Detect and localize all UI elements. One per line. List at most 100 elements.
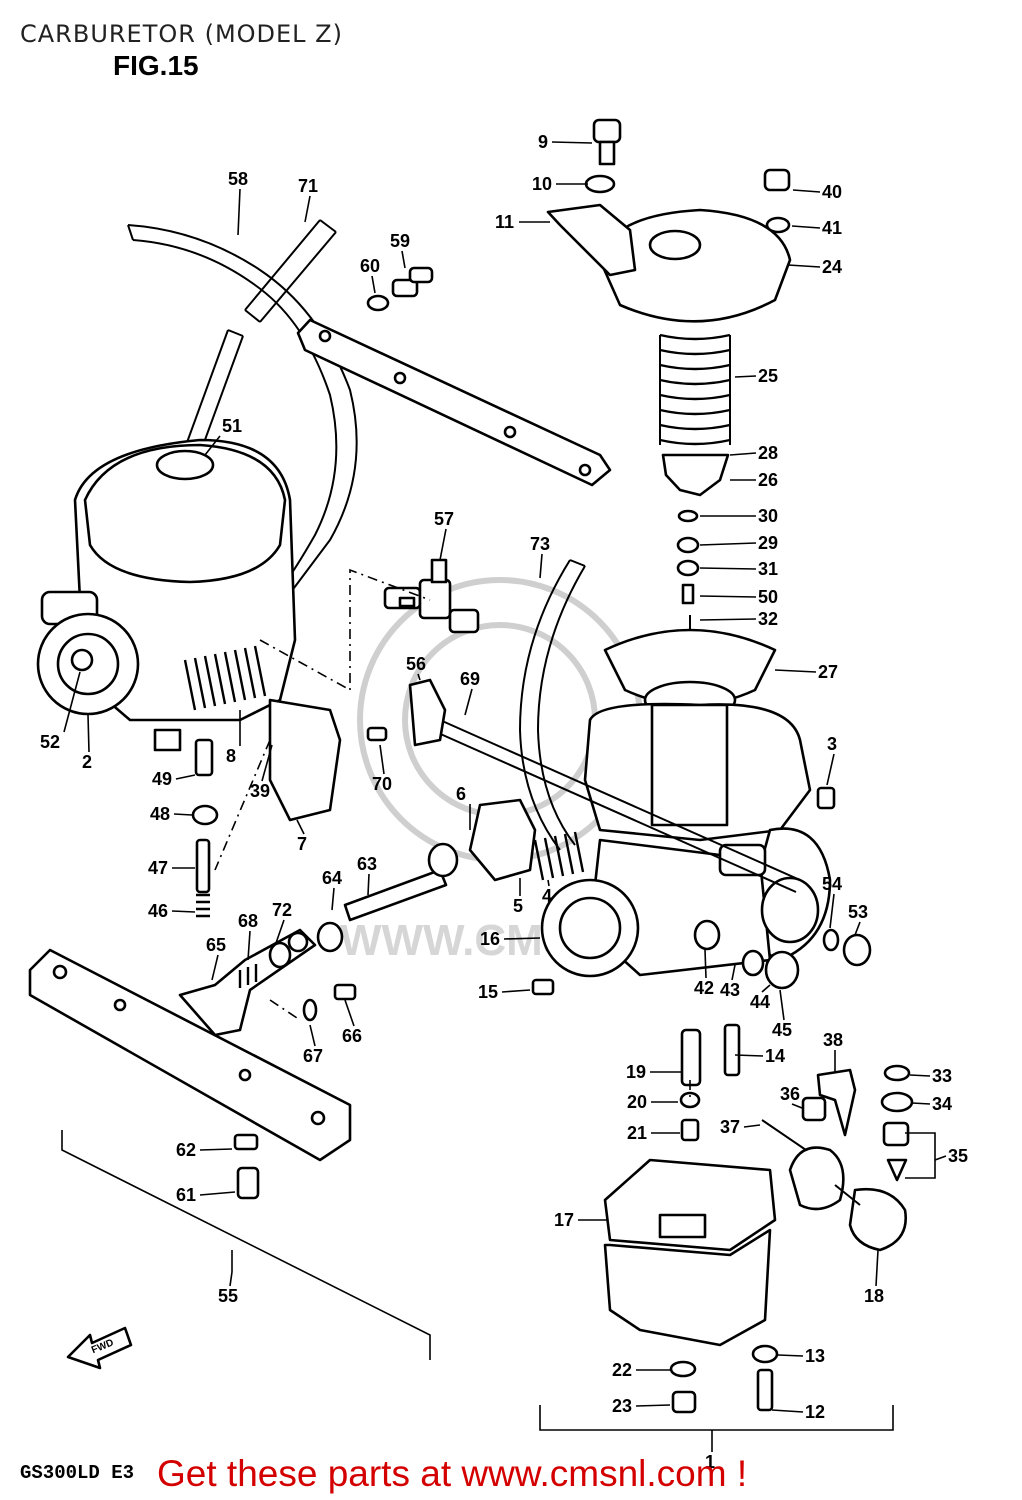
mount-plate xyxy=(28,948,352,1162)
callout-69: 69 xyxy=(460,669,480,689)
leader-59 xyxy=(401,250,406,269)
leader-28 xyxy=(729,452,757,456)
group-bracket-35 xyxy=(905,1132,936,1179)
callout-58: 58 xyxy=(228,169,248,189)
callout-25: 25 xyxy=(758,366,778,386)
callout-28: 28 xyxy=(758,443,778,463)
callout-56: 56 xyxy=(406,654,426,674)
callout-54: 54 xyxy=(822,874,842,894)
leader-41 xyxy=(791,225,821,229)
diaphragm-27 xyxy=(603,628,777,720)
left-carburetor xyxy=(36,438,342,822)
hose-73 xyxy=(518,559,586,851)
leader-70 xyxy=(379,744,385,775)
leader-42 xyxy=(704,949,707,979)
leader-45 xyxy=(779,989,785,1021)
leader-67 xyxy=(309,1024,316,1047)
group-bracket-55 xyxy=(61,1130,431,1360)
leader-61 xyxy=(199,1191,236,1196)
group-bracket-1 xyxy=(539,1405,894,1450)
leader-62 xyxy=(199,1148,233,1151)
left-spring xyxy=(183,645,267,711)
callout-43: 43 xyxy=(720,980,740,1000)
callout-3: 3 xyxy=(827,734,837,754)
parts-banner-link[interactable]: Get these parts at www.cmsnl.com ! xyxy=(157,1453,748,1494)
callout-48: 48 xyxy=(150,804,170,824)
callout-35: 35 xyxy=(948,1146,968,1166)
leader-49 xyxy=(175,774,196,780)
callout-51: 51 xyxy=(222,416,242,436)
leader-34 xyxy=(911,1102,931,1105)
leader-43 xyxy=(731,964,736,981)
right-carburetor xyxy=(540,702,832,978)
leader-54 xyxy=(829,893,835,929)
leader-55 xyxy=(229,1271,233,1287)
leader-44 xyxy=(761,984,771,993)
callout-9: 9 xyxy=(538,132,548,152)
callout-60: 60 xyxy=(360,256,380,276)
leader-lines xyxy=(63,141,947,1452)
leader-16 xyxy=(503,937,541,940)
leader-69 xyxy=(464,688,473,716)
callout-50: 50 xyxy=(758,587,778,607)
leader-48 xyxy=(173,813,193,816)
callout-71: 71 xyxy=(298,176,318,196)
small-parts-left xyxy=(191,266,434,918)
callout-59: 59 xyxy=(390,231,410,251)
callout-57: 57 xyxy=(434,509,454,529)
leader-64 xyxy=(331,887,335,911)
callout-24: 24 xyxy=(822,257,842,277)
callout-7: 7 xyxy=(297,834,307,854)
leader-27 xyxy=(774,669,817,673)
leader-35 xyxy=(934,1155,947,1161)
callout-15: 15 xyxy=(478,982,498,1002)
leader-9 xyxy=(551,141,593,144)
callout-45: 45 xyxy=(772,1020,792,1040)
callout-68: 68 xyxy=(238,911,258,931)
leader-71 xyxy=(304,195,311,223)
callout-49: 49 xyxy=(152,769,172,789)
callout-70: 70 xyxy=(372,774,392,794)
leader-7 xyxy=(296,819,305,835)
leader-46 xyxy=(171,910,196,913)
callout-73: 73 xyxy=(530,534,550,554)
leader-37 xyxy=(743,1124,761,1128)
callout-63: 63 xyxy=(357,854,377,874)
leader-32 xyxy=(699,618,757,621)
callout-30: 30 xyxy=(758,506,778,526)
leader-33 xyxy=(909,1074,931,1077)
leader-52 xyxy=(63,671,81,733)
callout-23: 23 xyxy=(612,1396,632,1416)
figure-number: FIG.15 xyxy=(113,50,199,81)
leader-53 xyxy=(854,921,861,936)
top-cover xyxy=(546,203,792,323)
callout-22: 22 xyxy=(612,1360,632,1380)
leader-39 xyxy=(261,744,273,782)
callout-32: 32 xyxy=(758,609,778,629)
callout-36: 36 xyxy=(780,1084,800,1104)
callout-10: 10 xyxy=(532,174,552,194)
hose-71 xyxy=(244,219,337,323)
float-chamber xyxy=(603,1158,777,1347)
leader-40 xyxy=(792,189,821,193)
callout-4: 4 xyxy=(542,886,552,906)
bottom-screws xyxy=(233,1133,779,1414)
callout-31: 31 xyxy=(758,559,778,579)
leader-25 xyxy=(734,375,757,378)
callout-11: 11 xyxy=(495,212,514,232)
callout-12: 12 xyxy=(805,1402,825,1422)
throttle-lever-65 xyxy=(178,921,344,1037)
leader-72 xyxy=(275,919,285,944)
throttle-rod xyxy=(408,678,801,893)
leader-3 xyxy=(826,753,835,786)
callout-16: 16 xyxy=(480,929,500,949)
leader-15 xyxy=(501,989,531,993)
callout-14: 14 xyxy=(765,1046,785,1066)
leader-12 xyxy=(771,1409,804,1413)
leader-60 xyxy=(371,275,376,294)
hose-58 xyxy=(127,224,358,601)
callout-26: 26 xyxy=(758,470,778,490)
leader-50 xyxy=(699,595,757,598)
leader-56 xyxy=(417,673,421,681)
